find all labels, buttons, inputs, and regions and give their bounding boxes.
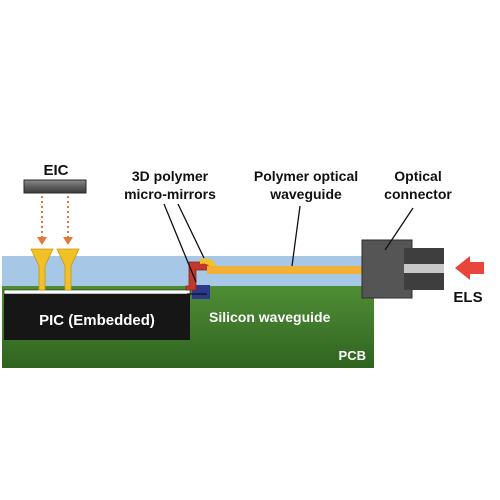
optical-connector-body — [361, 239, 413, 299]
micro-mirrors-label-line2: micro-mirrors — [124, 186, 216, 202]
silicon-waveguide-line — [3, 289, 191, 295]
eic-arrow-head-right — [63, 237, 73, 245]
eic-label: EIC — [43, 162, 68, 179]
optical-fiber-core — [404, 264, 444, 273]
waveguide-label-line2: waveguide — [269, 186, 342, 202]
label-pointer-lines — [163, 203, 414, 295]
eic-chip — [23, 179, 87, 194]
pic-chip — [4, 294, 190, 340]
eic-arrow-head-left — [37, 237, 47, 245]
els-arrow — [455, 256, 484, 280]
els-label: ELS — [453, 289, 482, 306]
polymer-waveguide — [207, 266, 367, 274]
connector-label-line1: Optical — [394, 168, 441, 184]
connector-label-line2: connector — [384, 186, 452, 202]
micro-mirrors-label-line1: 3D polymer — [132, 168, 209, 184]
pic-label: PIC (Embedded) — [39, 312, 155, 329]
mirror-base-block — [192, 285, 210, 299]
silicon-waveguide-label: Silicon waveguide — [209, 309, 331, 325]
eic-signal-arrows — [41, 196, 69, 238]
waveguide-label-line1: Polymer optical — [254, 168, 358, 184]
pcb-label: PCB — [339, 348, 366, 363]
solder-bumps — [30, 248, 80, 291]
